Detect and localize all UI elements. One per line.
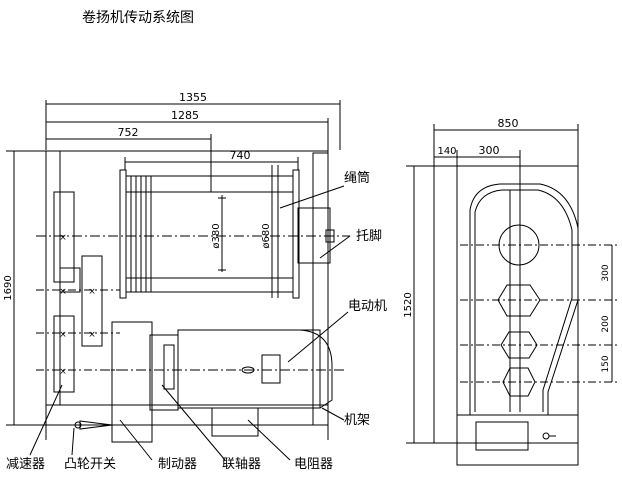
label-brake: 制动器: [158, 457, 197, 472]
dim-752: 752: [118, 126, 139, 139]
svg-text:×: ×: [59, 367, 67, 377]
dim-center-200: 200: [601, 315, 611, 332]
svg-text:×: ×: [88, 287, 96, 297]
dim-850: 850: [498, 117, 519, 130]
dim-1355: 1355: [179, 91, 207, 104]
drum: ø380 ø680: [119, 165, 300, 299]
dim-740: 740: [230, 149, 251, 162]
label-cam-switch: 凸轮开关: [64, 457, 116, 472]
dim-300: 300: [479, 144, 500, 157]
label-frame: 机架: [344, 413, 370, 428]
svg-text:×: ×: [59, 330, 67, 340]
dim-center-300: 300: [601, 264, 611, 281]
front-left-dimension: 1690: [3, 150, 60, 426]
svg-text:×: ×: [88, 330, 96, 340]
motor: [100, 329, 345, 409]
front-top-dimensions: 1355 1285 752 740: [45, 91, 341, 192]
diagram-title: 卷扬机传动系统图: [82, 10, 194, 26]
dim-1520: 1520: [403, 292, 414, 317]
svg-text:×: ×: [59, 287, 67, 297]
dim-center-150: 150: [601, 355, 611, 372]
label-reducer: 减速器: [6, 457, 45, 472]
label-coupling: 联轴器: [222, 457, 261, 472]
label-motor: 电动机: [348, 299, 387, 314]
label-support: 托脚: [356, 228, 382, 244]
dim-1690: 1690: [3, 275, 14, 300]
side-view: 850 140 300 1520 300 200 150: [403, 117, 618, 466]
reducer: × × × × × ×: [36, 191, 120, 393]
label-drum: 绳筒: [344, 170, 370, 186]
dim-140: 140: [437, 146, 456, 157]
front-view: 1355 1285 752 740 1690: [3, 91, 387, 472]
front-leaders: [29, 185, 351, 461]
svg-text:×: ×: [59, 233, 67, 243]
label-resistor: 电阻器: [294, 457, 333, 472]
dim-1285: 1285: [171, 109, 199, 122]
